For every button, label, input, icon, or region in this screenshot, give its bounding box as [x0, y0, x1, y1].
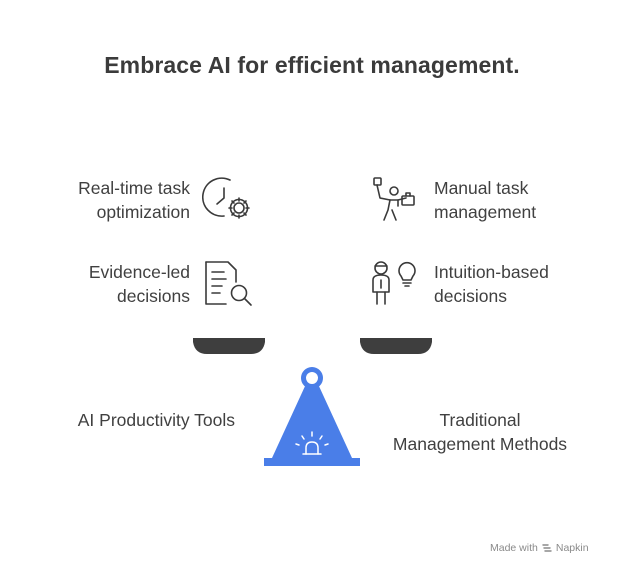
- right-item-2-label: Intuition-based decisions: [434, 260, 549, 308]
- footer-made-with: Made with: [490, 542, 538, 554]
- right-scale-pan: [360, 338, 432, 356]
- right-item-1-line1: Manual task: [434, 178, 529, 198]
- left-item-2-label: Evidence-led decisions: [89, 260, 190, 308]
- right-item-1-label: Manual task management: [434, 176, 536, 224]
- napkin-logo-icon: [542, 543, 552, 553]
- person-lightbulb-icon: [368, 258, 422, 310]
- right-side-name-line1: Traditional: [439, 410, 521, 430]
- left-scale-pan: [193, 338, 265, 356]
- left-item-1-line2: optimization: [96, 202, 190, 222]
- right-item-2-line2: decisions: [434, 286, 507, 306]
- right-side-name-line2: Management Methods: [392, 434, 568, 454]
- page-title: Embrace AI for efficient management.: [104, 52, 520, 78]
- clock-gear-icon: [202, 174, 256, 224]
- document-search-icon: [202, 258, 256, 310]
- left-side-name: AI Productivity Tools: [77, 410, 235, 430]
- left-item-1-label: Real-time task optimization: [78, 176, 190, 224]
- right-item-1-line2: management: [434, 202, 537, 222]
- right-side-name: Traditional Management Methods: [379, 408, 581, 456]
- footer-brand: Napkin: [555, 542, 589, 554]
- left-item-2-line2: decisions: [117, 286, 190, 306]
- left-item-2-line1: Evidence-led: [88, 262, 190, 282]
- right-item-2-line1: Intuition-based: [434, 262, 549, 282]
- scale-fulcrum: [262, 364, 362, 470]
- person-juggling-icon: [368, 174, 422, 224]
- footer-watermark: Made with Napkin: [490, 542, 589, 554]
- left-item-1-line1: Real-time task: [78, 178, 190, 198]
